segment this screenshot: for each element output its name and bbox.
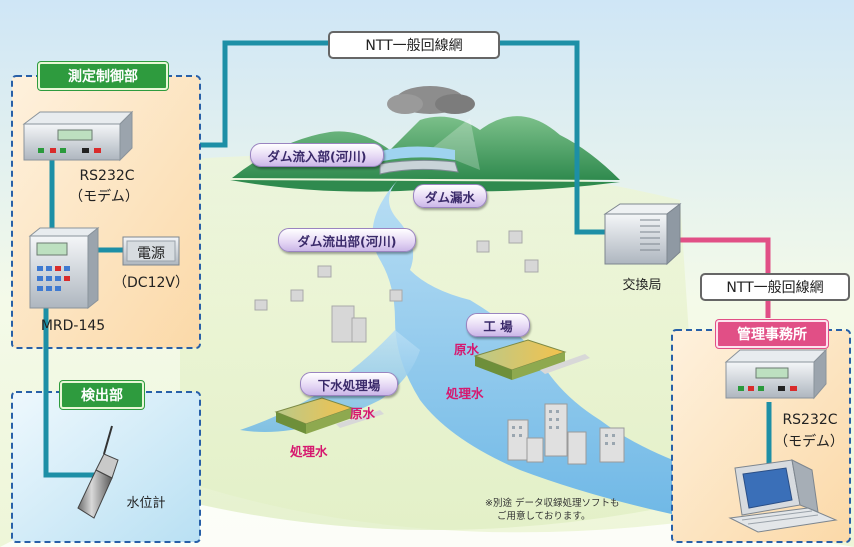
- rain-cloud: [387, 86, 475, 114]
- ntt-network-label-right: NTT一般回線網: [700, 273, 850, 301]
- dam-outflow-text: ダム流出部(河川): [297, 233, 397, 249]
- sewage-plant: [274, 397, 384, 434]
- left-modem-label-line2: （モデム）: [69, 189, 139, 205]
- ntt-network-label-top: NTT一般回線網: [328, 31, 500, 59]
- mrd-145-controller: [28, 226, 100, 310]
- management-office-title: 管理事務所: [716, 320, 828, 348]
- software-note-line2: ご用意しております。: [497, 510, 591, 522]
- management-office-title-text: 管理事務所: [737, 327, 807, 343]
- left-modem-label-line1: RS232C: [79, 168, 135, 184]
- dam: [378, 146, 459, 175]
- desktop-computer: [728, 459, 838, 533]
- dam-inflow-text: ダム流入部(河川): [267, 148, 367, 164]
- city-buildings: [507, 403, 625, 465]
- water-level-sensor: [77, 425, 119, 519]
- detection-title: 検出部: [60, 381, 144, 409]
- power-supply: [122, 236, 180, 266]
- software-note: ※別途 データ収録処理ソフトも ご用意しております。: [485, 498, 619, 524]
- town-buildings: [254, 230, 539, 343]
- right-modem-label-line2: （モデム）: [774, 434, 844, 450]
- dam-leak-label: ダム漏水: [413, 184, 487, 208]
- factory-plant: [473, 339, 590, 380]
- ntt-network-text-right: NTT一般回線網: [726, 280, 824, 296]
- exchange-label: 交換局: [622, 278, 662, 293]
- factory-raw-water-label: 原水: [454, 342, 480, 357]
- power-spec-label: （DC12V）: [113, 275, 189, 291]
- controller-model-label: MRD-145: [40, 318, 106, 334]
- water-level-sensor-label: 水位計: [126, 496, 166, 511]
- modem-device-left: [22, 110, 134, 162]
- sewage-plant-label: 下水処理場: [300, 372, 398, 396]
- modem-device-right: [724, 348, 828, 400]
- sewage-plant-text: 下水処理場: [317, 377, 381, 393]
- sewage-raw-water-label: 原水: [350, 406, 376, 421]
- software-note-line1: ※別途 データ収録処理ソフトも: [485, 498, 620, 509]
- dam-inflow-label: ダム流入部(河川): [250, 143, 384, 167]
- detection-title-text: 検出部: [81, 388, 123, 404]
- sewage-treated-water-label: 処理水: [290, 444, 328, 459]
- power-label: 電源: [137, 246, 165, 262]
- measurement-control-title-text: 測定制御部: [68, 69, 138, 85]
- factory-text: 工 場: [483, 318, 513, 334]
- factory-label: 工 場: [466, 313, 530, 337]
- dam-leak-text: ダム漏水: [424, 189, 475, 205]
- factory-treated-water-label: 処理水: [446, 386, 484, 401]
- measurement-control-title: 測定制御部: [38, 62, 168, 90]
- dam-outflow-label: ダム流出部(河川): [278, 228, 416, 252]
- exchange-server: [603, 202, 682, 266]
- ntt-network-text-top: NTT一般回線網: [365, 38, 463, 54]
- right-modem-label-line1: RS232C: [782, 412, 838, 428]
